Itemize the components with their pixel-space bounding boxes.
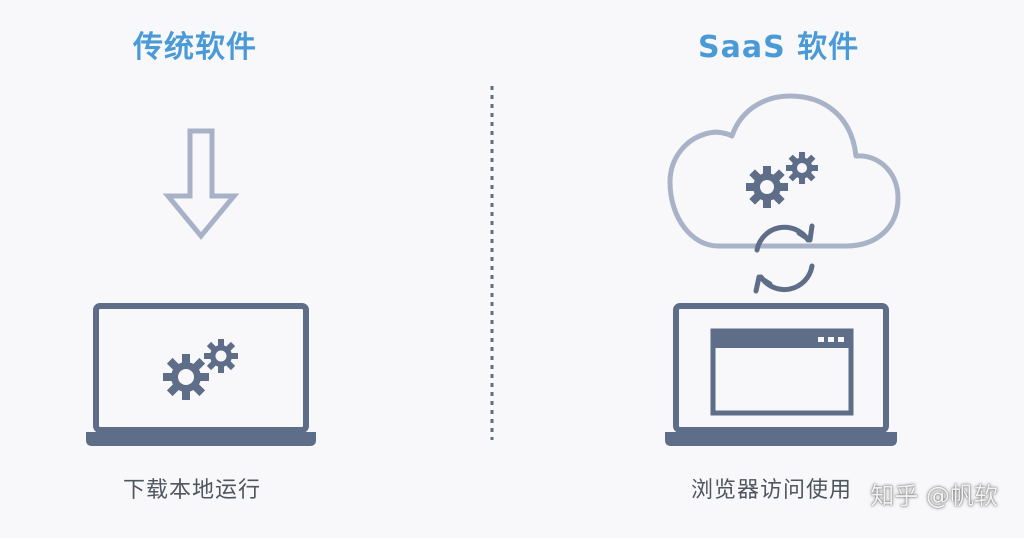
gears-icon <box>746 152 818 208</box>
gears-icon <box>163 339 238 400</box>
browser-window-icon <box>710 328 854 416</box>
download-arrow-icon <box>162 128 240 240</box>
traditional-software-title: 传统软件 <box>133 30 257 65</box>
local-run-caption: 下载本地运行 <box>123 478 262 503</box>
sync-arrows-icon <box>753 223 815 294</box>
cloud-icon <box>667 93 901 249</box>
browser-access-caption: 浏览器访问使用 <box>691 478 853 503</box>
saas-software-title: SaaS 软件 <box>698 30 860 65</box>
zhihu-watermark: 知乎 @帆软 <box>870 482 998 510</box>
laptop-icon <box>86 303 316 446</box>
laptop-icon <box>665 303 897 446</box>
